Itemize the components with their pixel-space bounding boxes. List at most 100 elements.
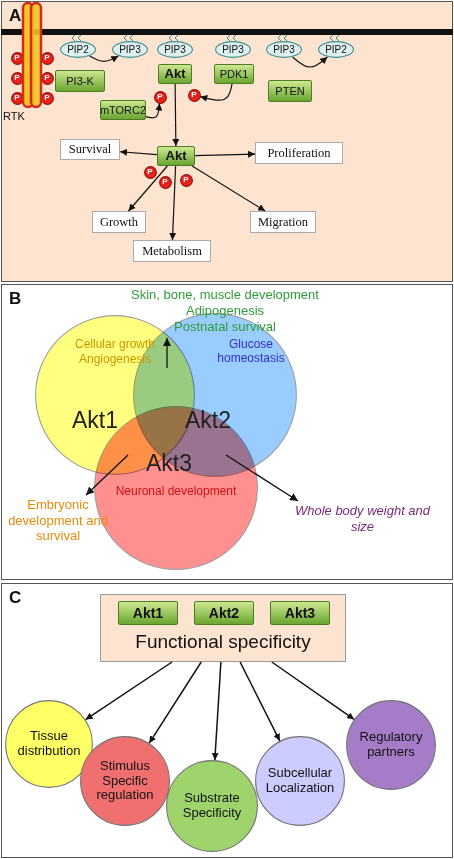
outcome-box: Survival xyxy=(60,139,120,160)
feature-circle: Subcellular Localization xyxy=(255,736,345,826)
phosphate-circle: P xyxy=(11,52,24,65)
venn-circle-shape xyxy=(95,407,258,570)
phosphate-circle: P xyxy=(41,92,54,105)
lipid-ellipse: PIP2 xyxy=(60,41,96,58)
phosphate-circle-shape xyxy=(188,89,200,101)
lipid-ellipse-shape xyxy=(113,42,148,58)
node-text: Akt2 xyxy=(209,605,239,621)
phosphate-circle: P xyxy=(188,89,201,102)
phosphate-circle: P xyxy=(41,52,54,65)
node-text: P xyxy=(14,94,19,102)
node-text: Proliferation xyxy=(267,146,330,160)
node-text: P xyxy=(44,94,49,102)
phosphate-circle-shape xyxy=(41,92,53,104)
kinase-box: PTEN xyxy=(268,80,312,102)
node-text: Substrate Specificity xyxy=(172,791,252,821)
node-text: Survival xyxy=(69,142,111,156)
lipid-ellipse-shape xyxy=(216,42,251,58)
feature-circle-shape xyxy=(81,737,170,826)
lipid-ellipse: PIP3 xyxy=(157,41,193,58)
kinase-box: Akt xyxy=(158,64,192,84)
node-text: Migration xyxy=(258,215,308,229)
isoform-box: Akt1 xyxy=(118,601,178,625)
node-text: Angiogenesis xyxy=(55,352,175,366)
node-text: Functional specificity xyxy=(101,631,345,654)
phosphate-circle: P xyxy=(180,174,193,187)
node-text: P xyxy=(14,54,19,62)
phosphate-circle-shape xyxy=(41,52,53,64)
lipid-ellipse-shape xyxy=(158,42,193,58)
feature-circle: Regulatory partners xyxy=(346,700,436,790)
feature-circle-shape xyxy=(167,761,258,852)
phosphate-circle-shape xyxy=(41,72,53,84)
specificity-box: Functional specificity Akt1 Akt2 Akt3 xyxy=(100,594,346,662)
node-text: PDK1 xyxy=(220,68,249,81)
node-text: P xyxy=(44,74,49,82)
node-text: Akt1 xyxy=(60,407,130,435)
figure-label: Adipogenesis xyxy=(90,303,360,319)
venn-circle: Akt3Neuronal development xyxy=(94,406,258,570)
lipid-ellipse: PIP2 xyxy=(318,41,354,58)
node-text: Akt3 xyxy=(285,605,315,621)
node-text: Metabolism xyxy=(142,244,202,258)
phosphate-circle: P xyxy=(159,176,172,189)
phosphate-circle: P xyxy=(11,92,24,105)
node-text: Tissue distribution xyxy=(9,729,89,759)
node-text: P xyxy=(44,54,49,62)
phosphate-circle-shape xyxy=(159,176,171,188)
phosphate-circle-shape xyxy=(154,91,166,103)
feature-circle-shape xyxy=(347,701,436,790)
node-text: Neuronal development xyxy=(104,484,248,498)
node-text: PIP2 xyxy=(325,44,347,56)
figure-label: Skin, bone, muscle development xyxy=(90,287,360,303)
node-text: Regulatory partners xyxy=(351,730,431,760)
phosphate-circle: P xyxy=(11,72,24,85)
node-text: P xyxy=(14,74,19,82)
lipid-ellipse: PIP3 xyxy=(215,41,251,58)
node-text: Akt2 xyxy=(173,407,243,435)
node-text: Akt1 xyxy=(133,605,163,621)
feature-circle: Stimulus Specific regulation xyxy=(80,736,170,826)
feature-circle: Substrate Specificity xyxy=(166,760,258,852)
node-text: P xyxy=(162,178,167,186)
outcome-box: Migration xyxy=(250,211,316,233)
node-text: Akt xyxy=(165,67,186,82)
feature-circle: Tissue distribution xyxy=(5,700,93,788)
figure-label: Whole body weight and size xyxy=(285,503,440,534)
panel-letter: A xyxy=(9,6,33,26)
node-text: PIP3 xyxy=(119,44,141,56)
phosphate-circle: P xyxy=(144,166,157,179)
outcome-box: Proliferation xyxy=(255,142,343,164)
isoform-box: Akt3 xyxy=(270,601,330,625)
node-text: PIP3 xyxy=(164,44,186,56)
figure-label: RTK xyxy=(3,110,37,123)
node-text: PI3-K xyxy=(66,75,94,88)
feature-circle-shape xyxy=(6,701,93,788)
node-text: PIP3 xyxy=(273,44,295,56)
phosphate-circle-shape xyxy=(144,166,156,178)
node-text: PTEN xyxy=(275,85,304,98)
panel-letter: B xyxy=(9,289,33,309)
node-text: Akt xyxy=(166,149,187,164)
lipid-ellipse: PIP3 xyxy=(112,41,148,58)
phosphate-circle: P xyxy=(154,91,167,104)
phosphate-circle-shape xyxy=(11,92,23,104)
node-text: Growth xyxy=(100,215,138,229)
isoform-box: Akt2 xyxy=(194,601,254,625)
lipid-ellipse-shape xyxy=(319,42,354,58)
feature-circle-shape xyxy=(256,737,345,826)
node-text: Subcellular Localization xyxy=(260,766,340,796)
outcome-box: Metabolism xyxy=(133,240,211,262)
node-text: Cellular growth xyxy=(55,337,175,351)
figure-label: Embryonic development and survival xyxy=(8,497,108,544)
outcome-box: Growth xyxy=(92,211,146,233)
node-text: Akt3 xyxy=(134,450,204,478)
lipid-ellipse-shape xyxy=(61,42,96,58)
node-text: PIP3 xyxy=(222,44,244,56)
node-text: P xyxy=(191,91,196,99)
figure-panel: APIP2PIP3PIP3PIP3PIP3PIP2PPPPPPPI3-KAktP… xyxy=(1,1,453,282)
lipid-ellipse-shape xyxy=(267,42,302,58)
node-text: PIP2 xyxy=(67,44,89,56)
phosphate-circle: P xyxy=(41,72,54,85)
